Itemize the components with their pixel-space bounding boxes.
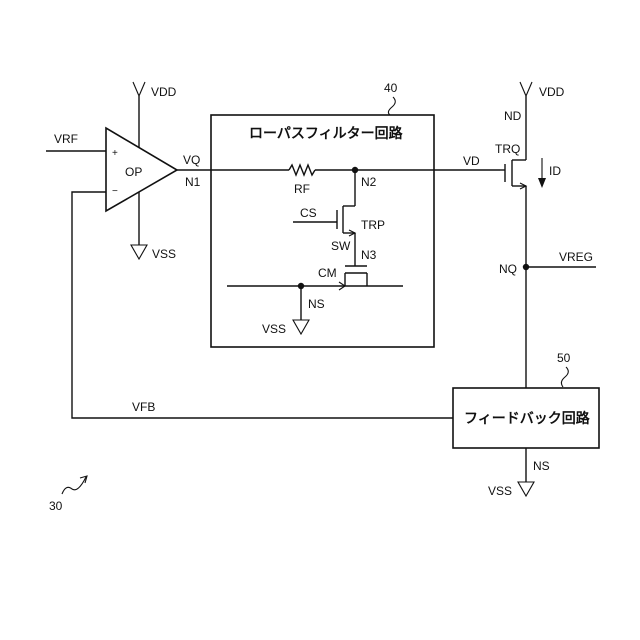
ns-label-fb: NS: [533, 459, 550, 473]
feedback-circuit-number: 50: [557, 351, 571, 365]
figure-ref-leader: [62, 477, 86, 494]
vfb-wire: [72, 192, 453, 418]
vss-symbol-op: [131, 192, 147, 259]
lowpass-filter-number: 40: [384, 81, 398, 95]
resistor-rf: [289, 165, 315, 175]
op-amp-minus: −: [112, 186, 118, 197]
vq-label: VQ: [183, 153, 200, 167]
vss-label-op: VSS: [152, 247, 176, 261]
sw-label: SW: [331, 239, 351, 253]
vss-label-lpf: VSS: [262, 322, 286, 336]
n3-label: N3: [361, 248, 377, 262]
nd-label: ND: [504, 109, 522, 123]
vrf-label: VRF: [54, 132, 78, 146]
vdd-symbol-op: [133, 82, 145, 148]
id-label: ID: [549, 164, 561, 178]
vd-label: VD: [463, 154, 480, 168]
vdd-symbol-right: [520, 82, 532, 96]
feedback-circuit-leader: [561, 367, 568, 387]
vss-symbol-lpf: [293, 286, 309, 334]
lowpass-filter-box: [211, 115, 434, 347]
nq-label: NQ: [499, 262, 517, 276]
vss-label-fb: VSS: [488, 484, 512, 498]
cm-label: CM: [318, 266, 337, 280]
n2-label: N2: [361, 175, 377, 189]
figure-ref-30: 30: [49, 499, 63, 513]
feedback-circuit-title: フィードバック回路: [464, 410, 591, 426]
n1-label: N1: [185, 175, 201, 189]
trp-label: TRP: [361, 218, 385, 232]
lowpass-filter-title: ローパスフィルター回路: [249, 125, 404, 141]
op-amp-label: OP: [125, 165, 142, 179]
lowpass-filter-leader: [388, 97, 395, 115]
vss-symbol-fb: [518, 448, 534, 496]
rf-label: RF: [294, 182, 310, 196]
vfb-label: VFB: [132, 400, 155, 414]
vdd-label-right: VDD: [539, 85, 565, 99]
cs-label: CS: [300, 206, 317, 220]
vreg-label: VREG: [559, 250, 593, 264]
vdd-label-op: VDD: [151, 85, 177, 99]
id-current-arrow: [538, 158, 546, 188]
transistor-trq: [500, 96, 526, 388]
op-amp-plus: +: [112, 148, 118, 159]
trq-label: TRQ: [495, 142, 520, 156]
ns-label-lpf: NS: [308, 297, 325, 311]
